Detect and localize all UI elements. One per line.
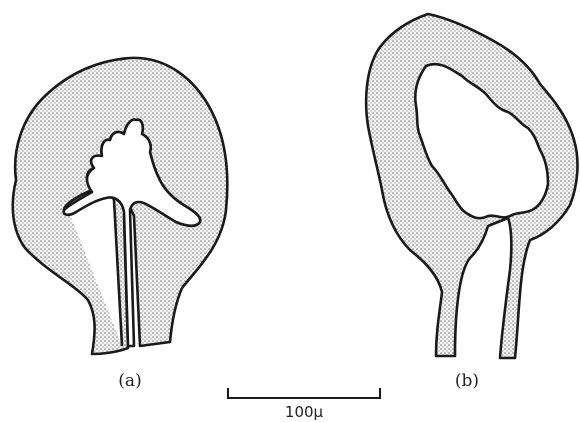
specimen-a-tissue	[13, 58, 228, 354]
scale-bar-label: 100μ	[285, 403, 324, 421]
scale-bar: 100μ	[228, 388, 380, 421]
panel-b-label: (b)	[455, 371, 479, 391]
specimen-a	[13, 58, 228, 354]
specimen-b	[366, 14, 577, 358]
panel-a-label: (a)	[118, 371, 141, 391]
